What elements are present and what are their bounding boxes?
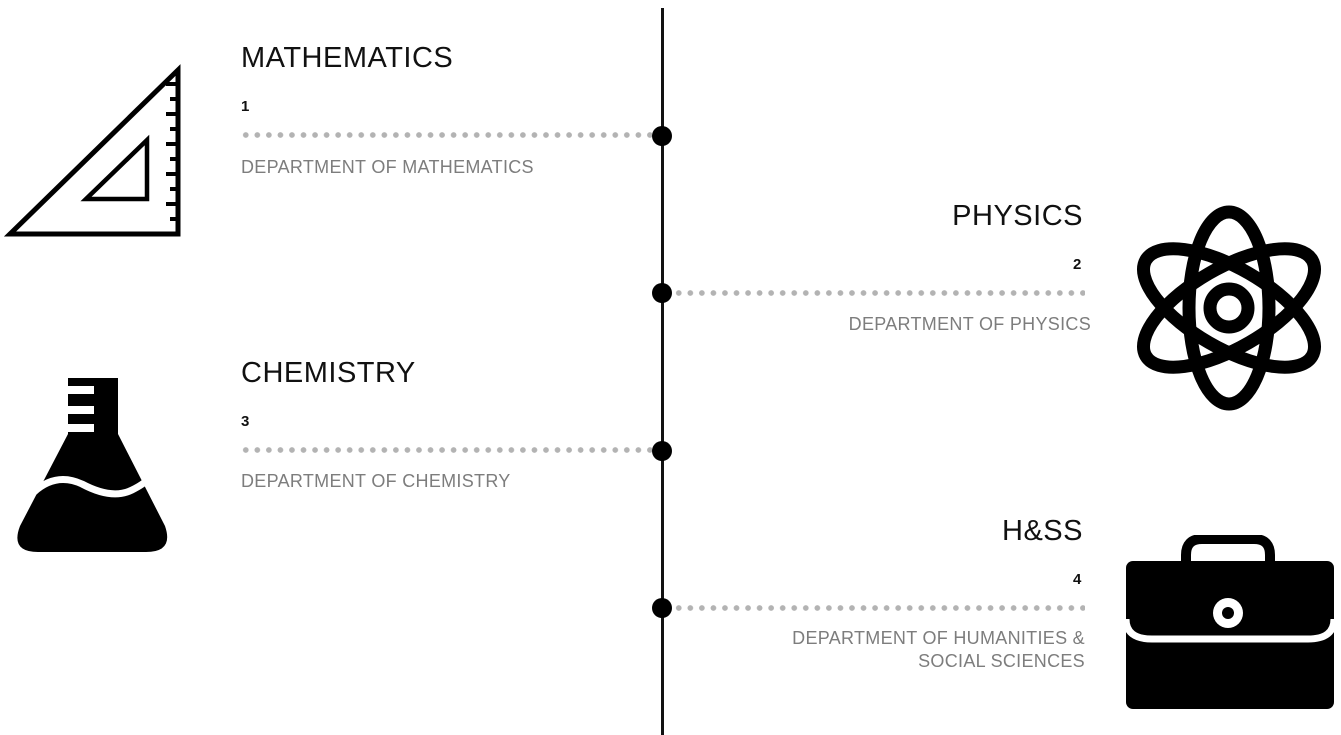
item-description-hss-line-1: DEPARTMENT OF HUMANITIES & — [792, 628, 1085, 648]
item-description-chemistry: DEPARTMENT OF CHEMISTRY — [241, 471, 511, 491]
dotted-connector-2 — [673, 290, 1085, 296]
item-number-4: 4 — [1073, 571, 1082, 588]
item-description-physics: DEPARTMENT OF PHYSICS — [848, 314, 1091, 334]
dotted-connector-4 — [673, 605, 1085, 611]
item-number-2: 2 — [1073, 256, 1082, 273]
dotted-connector-3 — [240, 447, 652, 453]
set-square-ruler-icon — [3, 62, 186, 245]
timeline-node-2 — [652, 283, 672, 303]
timeline-node-1 — [652, 126, 672, 146]
item-description-hss: DEPARTMENT OF HUMANITIES & SOCIAL SCIENC… — [792, 627, 1085, 673]
timeline-node-3 — [652, 441, 672, 461]
item-description-hss-line-2: SOCIAL SCIENCES — [918, 651, 1085, 671]
dotted-connector-1 — [240, 132, 652, 138]
timeline-axis — [661, 8, 664, 735]
item-description-mathematics: DEPARTMENT OF MATHEMATICS — [241, 157, 534, 177]
atom-icon — [1131, 203, 1327, 418]
timeline-node-4 — [652, 598, 672, 618]
item-title-chemistry: CHEMISTRY — [241, 357, 416, 389]
item-number-1: 1 — [241, 98, 250, 115]
flask-icon — [14, 376, 174, 561]
briefcase-icon — [1122, 534, 1338, 718]
item-number-3: 3 — [241, 413, 250, 430]
item-title-physics: PHYSICS — [952, 200, 1083, 232]
item-title-hss: H&SS — [1002, 515, 1083, 547]
item-title-mathematics: MATHEMATICS — [241, 42, 454, 74]
